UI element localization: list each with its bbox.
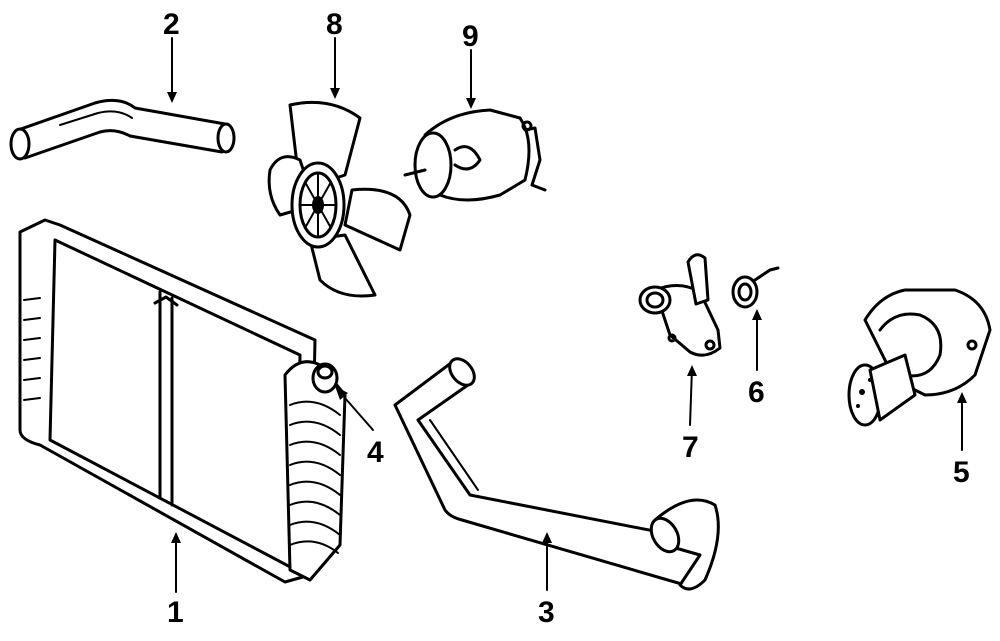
- callout-9: 9: [462, 20, 479, 53]
- callout-8: 8: [326, 8, 343, 41]
- callout-2: 2: [163, 8, 180, 41]
- callout-7: 7: [682, 431, 699, 464]
- upper-radiator-hose: [9, 98, 236, 161]
- lower-radiator-hose: [393, 357, 720, 591]
- radiator: [18, 218, 347, 584]
- callout-3: 3: [538, 596, 555, 629]
- callout-5: 5: [953, 456, 970, 489]
- thermostat: [731, 266, 780, 309]
- thermostat-housing: [638, 253, 722, 357]
- callout-6: 6: [748, 376, 765, 409]
- water-pump: [847, 288, 992, 427]
- radiator-cap: [311, 362, 339, 394]
- cooling-fan: [267, 100, 412, 298]
- callout-4: 4: [367, 436, 384, 469]
- leader-lines: [167, 37, 967, 593]
- fan-motor: [403, 108, 547, 202]
- callout-1: 1: [167, 596, 184, 629]
